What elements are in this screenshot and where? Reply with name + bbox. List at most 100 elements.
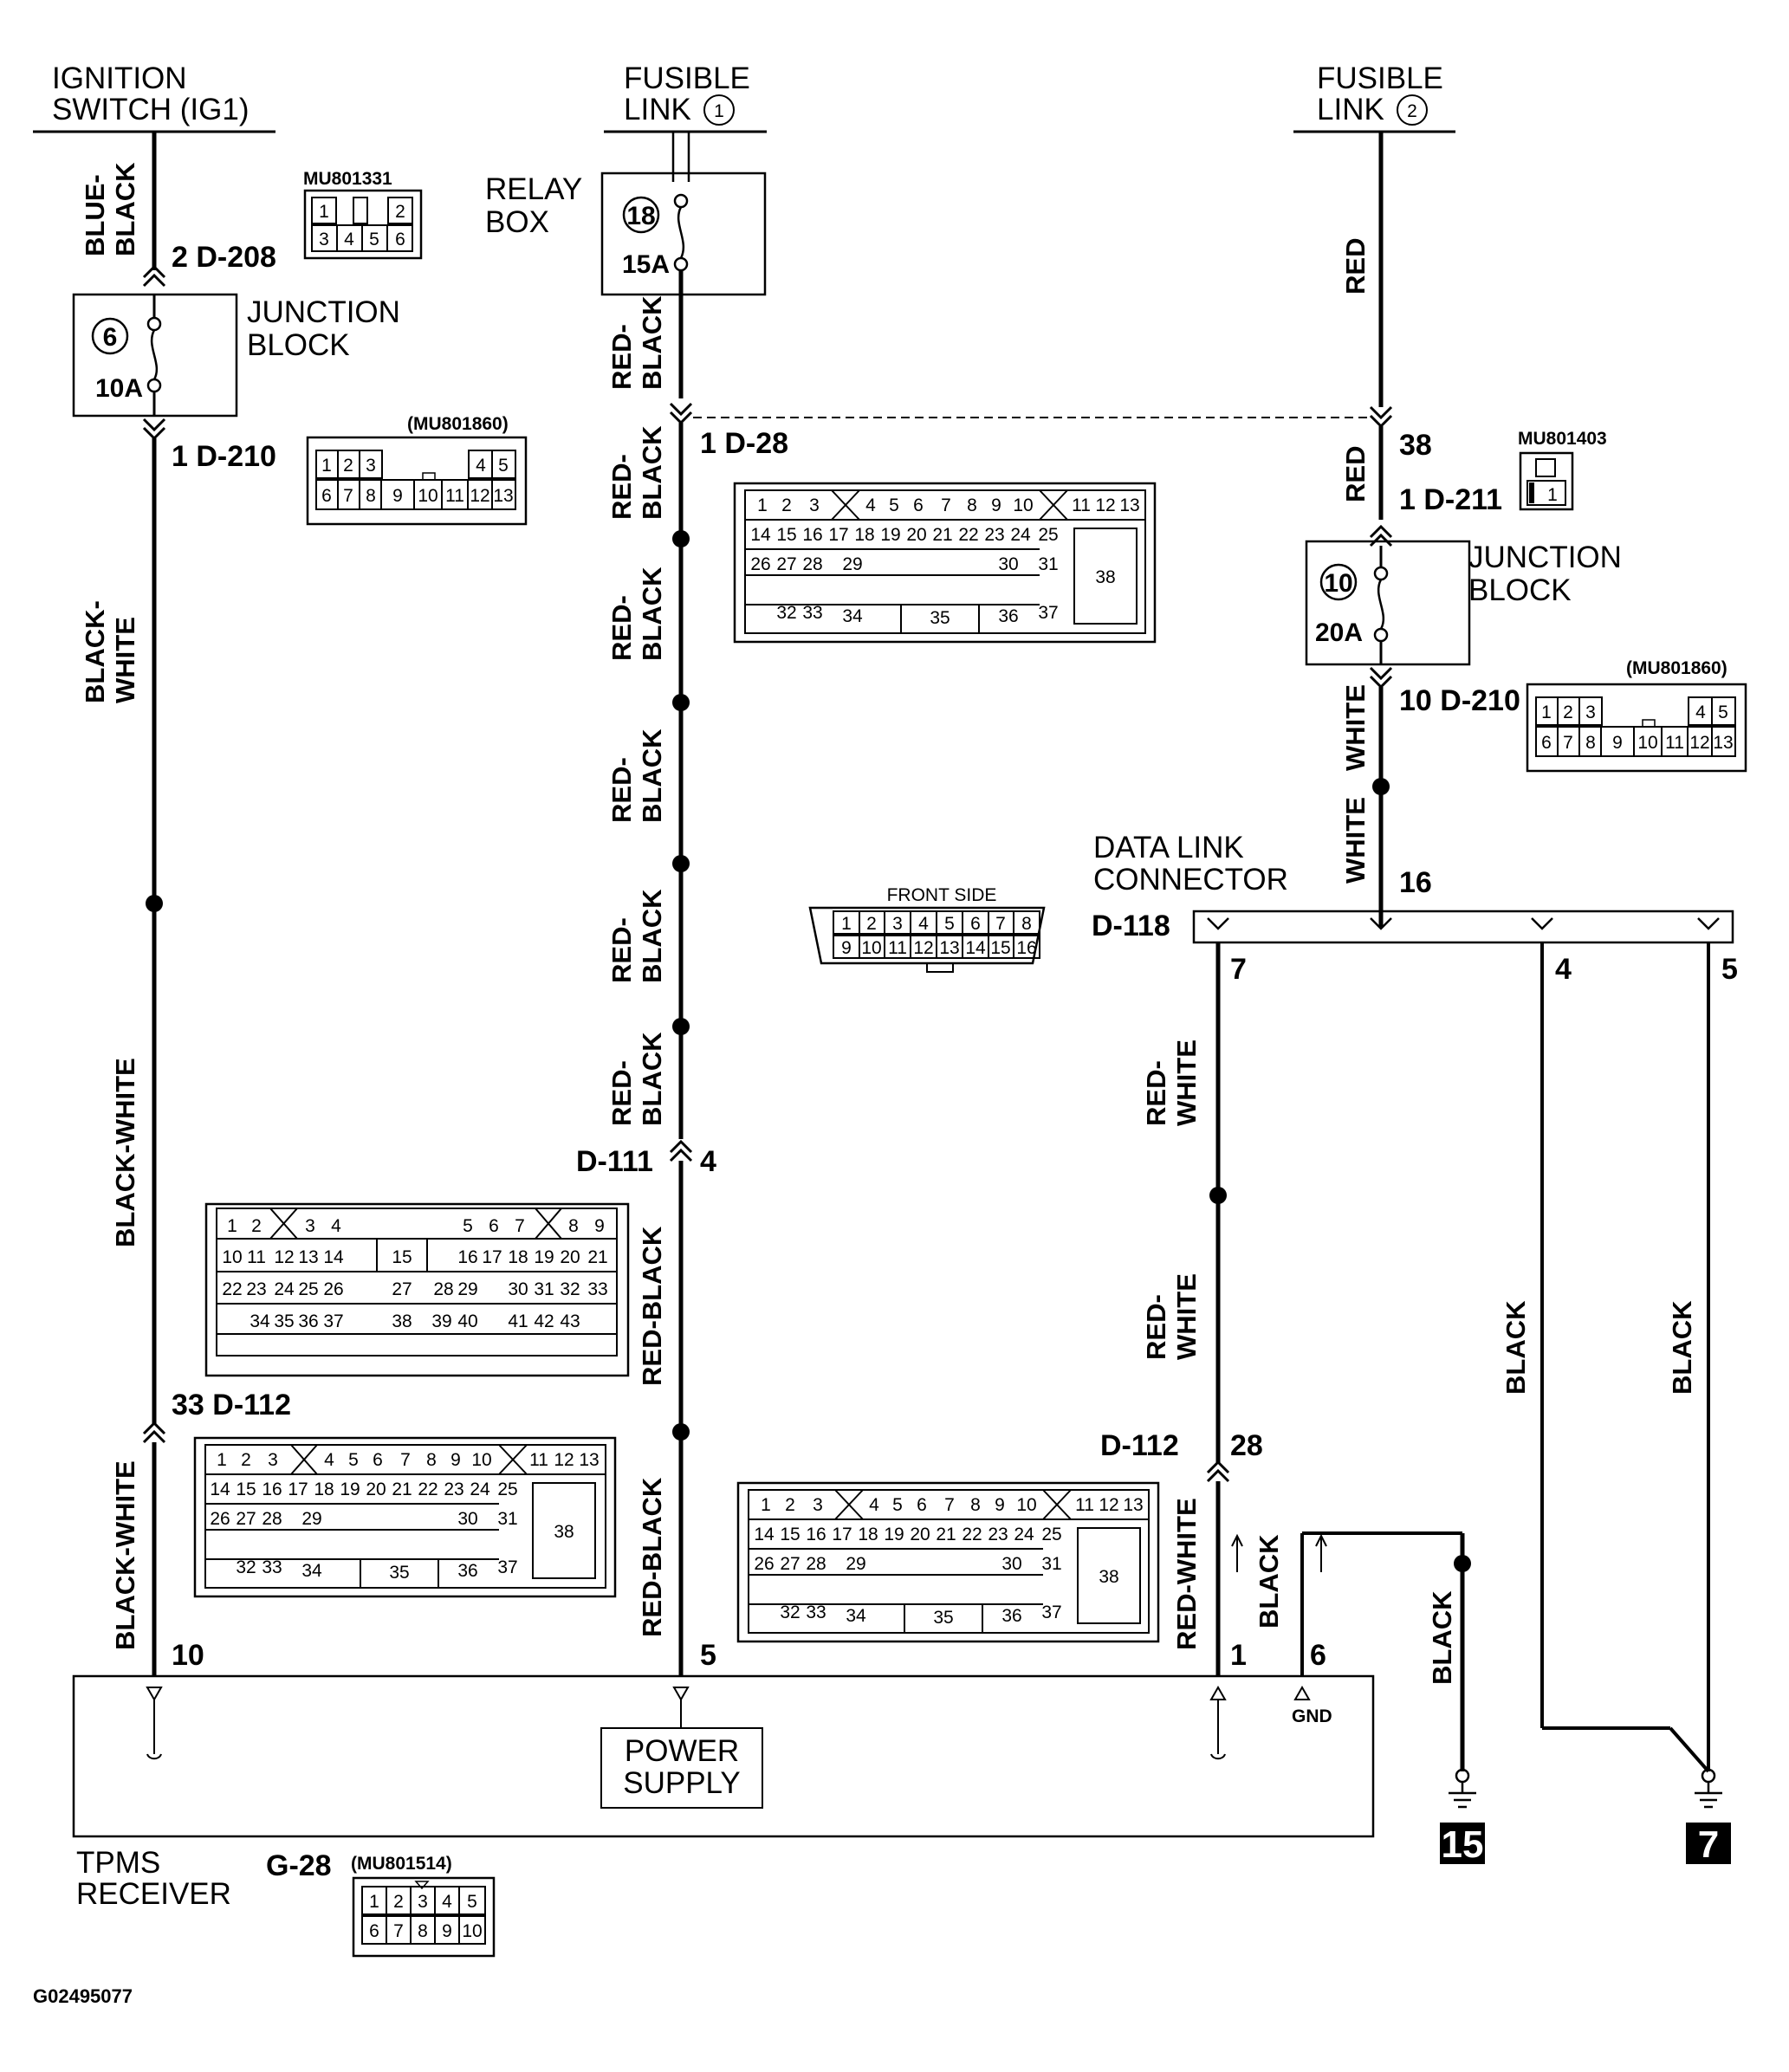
svg-text:30: 30: [998, 554, 1018, 574]
svg-text:33: 33: [262, 1557, 282, 1577]
svg-text:16: 16: [262, 1480, 282, 1499]
svg-text:6: 6: [373, 1450, 383, 1470]
svg-text:36: 36: [298, 1311, 318, 1331]
svg-text:3: 3: [813, 1495, 823, 1515]
ground-point-15: 15: [1440, 1823, 1485, 1866]
svg-text:1: 1: [227, 1216, 237, 1236]
svg-text:SWITCH (IG1): SWITCH (IG1): [52, 93, 249, 126]
svg-text:7: 7: [343, 486, 353, 506]
svg-text:3: 3: [892, 914, 903, 934]
svg-text:SUPPLY: SUPPLY: [623, 1766, 741, 1800]
svg-text:TPMS: TPMS: [76, 1846, 160, 1880]
svg-text:23: 23: [988, 1525, 1008, 1544]
conn-ref-d211: 1 D-211: [1399, 483, 1502, 516]
svg-text:11: 11: [1072, 495, 1091, 515]
svg-text:4: 4: [918, 914, 929, 934]
svg-text:CONNECTOR: CONNECTOR: [1093, 863, 1288, 897]
wire-label-black-white-lower: BLACK-WHITE: [110, 1460, 140, 1650]
conn-ref-38: 38: [1399, 429, 1432, 462]
svg-text:9: 9: [392, 486, 403, 506]
svg-text:1: 1: [761, 1495, 771, 1515]
svg-text:24: 24: [1014, 1525, 1034, 1544]
svg-text:RED-: RED-: [1141, 1060, 1171, 1126]
svg-text:5: 5: [463, 1216, 473, 1236]
svg-text:14: 14: [750, 525, 771, 545]
data-link-connector-label: DATA LINK CONNECTOR: [1093, 831, 1288, 897]
svg-text:9: 9: [841, 938, 852, 958]
svg-text:(MU801514): (MU801514): [351, 1854, 452, 1874]
conn-ref-recv-6: 6: [1310, 1639, 1326, 1672]
svg-text:13: 13: [1123, 1495, 1143, 1515]
svg-text:18: 18: [854, 525, 874, 545]
svg-text:4: 4: [869, 1495, 879, 1515]
svg-text:DATA LINK: DATA LINK: [1093, 831, 1244, 864]
svg-text:28: 28: [433, 1279, 453, 1299]
svg-text:8: 8: [1021, 914, 1032, 934]
svg-text:10A: 10A: [95, 374, 143, 403]
svg-text:7: 7: [393, 1921, 404, 1941]
svg-text:25: 25: [497, 1480, 517, 1499]
svg-text:3: 3: [809, 495, 820, 515]
middle-wire-labels: RED- BLACK RED- BLACK RED- BLACK RED- BL…: [606, 295, 667, 1637]
wire-label-black-white: BLACK-WHITE: [110, 1058, 140, 1247]
connector-d112-left-pins: 1 2 3 4 5 6 7 8 9 10 11 12 13 14 15 16 1…: [210, 1450, 599, 1583]
svg-text:43: 43: [560, 1311, 580, 1331]
svg-text:10: 10: [1013, 495, 1033, 515]
svg-text:35: 35: [389, 1563, 409, 1583]
svg-text:16: 16: [457, 1247, 477, 1267]
svg-text:42: 42: [534, 1311, 554, 1331]
junction-block-right-labels: 10 20A JUNCTION BLOCK: [1315, 541, 1622, 647]
svg-text:29: 29: [842, 554, 862, 574]
svg-text:27: 27: [780, 1554, 800, 1574]
svg-text:5: 5: [498, 456, 509, 476]
svg-text:31: 31: [534, 1279, 554, 1299]
svg-text:16: 16: [1016, 938, 1036, 958]
gnd-label: GND: [1292, 1706, 1332, 1726]
svg-text:14: 14: [323, 1247, 344, 1267]
svg-text:26: 26: [754, 1554, 774, 1574]
svg-text:34: 34: [301, 1561, 322, 1581]
svg-text:10: 10: [861, 938, 881, 958]
svg-text:8: 8: [568, 1216, 579, 1236]
figure-id: G02495077: [33, 1985, 133, 2007]
svg-text:20: 20: [560, 1247, 580, 1267]
svg-text:2: 2: [785, 1495, 795, 1515]
svg-text:4: 4: [344, 230, 354, 249]
svg-text:5: 5: [467, 1892, 477, 1912]
svg-text:16: 16: [802, 525, 822, 545]
svg-text:35: 35: [933, 1608, 953, 1628]
svg-text:26: 26: [750, 554, 770, 574]
svg-text:24: 24: [470, 1480, 490, 1499]
svg-text:2: 2: [393, 1892, 404, 1912]
svg-text:BLACK: BLACK: [637, 889, 667, 983]
svg-text:41: 41: [508, 1311, 528, 1331]
svg-text:RED-: RED-: [606, 917, 637, 983]
svg-text:2: 2: [1563, 703, 1573, 722]
svg-text:11: 11: [247, 1247, 266, 1267]
svg-text:28: 28: [806, 1554, 826, 1574]
svg-text:17: 17: [832, 1525, 852, 1544]
svg-text:15: 15: [236, 1480, 256, 1499]
svg-text:RED-: RED-: [1141, 1294, 1171, 1360]
svg-text:2: 2: [781, 495, 792, 515]
svg-text:9: 9: [995, 1495, 1005, 1515]
svg-text:12: 12: [274, 1247, 294, 1267]
svg-text:RED: RED: [1340, 238, 1371, 295]
svg-text:9: 9: [450, 1450, 461, 1470]
svg-text:12: 12: [1095, 495, 1115, 515]
splice-point: [672, 694, 690, 711]
svg-text:31: 31: [1041, 1554, 1061, 1574]
svg-text:17: 17: [482, 1247, 502, 1267]
svg-text:10: 10: [471, 1450, 491, 1470]
svg-text:25: 25: [1038, 525, 1058, 545]
connector-d28: [733, 482, 1157, 644]
svg-text:23: 23: [246, 1279, 266, 1299]
svg-text:5: 5: [892, 1495, 903, 1515]
svg-text:RECEIVER: RECEIVER: [76, 1877, 231, 1911]
connector-d111-pins: 1 2 3 4 5 6 7 8 9 10 11 12 13 14 15 16 1…: [222, 1216, 607, 1331]
svg-text:23: 23: [984, 525, 1004, 545]
svg-text:3: 3: [418, 1892, 428, 1912]
svg-text:35: 35: [274, 1311, 294, 1331]
svg-text:2: 2: [241, 1450, 251, 1470]
svg-text:13: 13: [579, 1450, 599, 1470]
